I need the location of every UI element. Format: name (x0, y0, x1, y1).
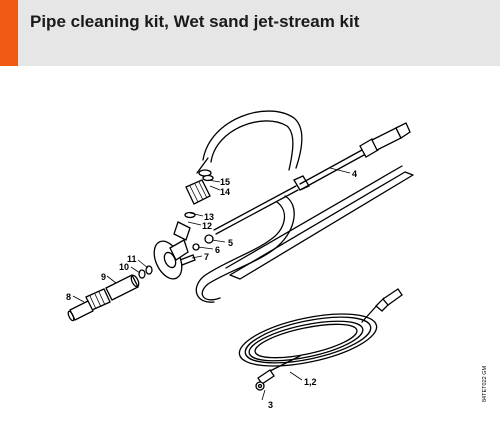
callout-3: 3 (268, 400, 273, 410)
callout-1-2: 1,2 (304, 377, 317, 387)
part-1-2-hose (238, 288, 403, 385)
parts-diagram: 15 14 4 13 12 5 6 7 11 10 9 8 1,2 3 84TE… (66, 110, 488, 410)
sand-pipe (195, 165, 414, 303)
part-4-lance (196, 110, 411, 235)
callout-15: 15 (220, 177, 230, 187)
callout-6: 6 (215, 245, 220, 255)
callout-13: 13 (204, 212, 214, 222)
part-3-nipple (255, 381, 265, 391)
callout-11: 11 (127, 254, 137, 264)
callout-labels: 15 14 4 13 12 5 6 7 11 10 9 8 1,2 3 (66, 169, 357, 410)
callout-7: 7 (204, 252, 209, 262)
sand-disc (153, 239, 189, 280)
part-9-connector (105, 274, 140, 301)
callout-8: 8 (66, 292, 71, 302)
callout-12: 12 (202, 221, 212, 231)
part-8-nozzle (67, 288, 111, 322)
callout-10: 10 (119, 262, 129, 272)
part-14-15-nozzle (185, 169, 214, 205)
accent-stripe (0, 0, 18, 66)
header-bar: Pipe cleaning kit, Wet sand jet-stream k… (0, 0, 500, 66)
leader-lines (72, 167, 351, 401)
part-12-13-fittings (173, 211, 196, 241)
callout-5: 5 (228, 238, 233, 248)
callout-9: 9 (101, 272, 106, 282)
callout-14: 14 (220, 187, 230, 197)
page-title: Pipe cleaning kit, Wet sand jet-stream k… (30, 12, 360, 31)
part-10-11-rings (138, 265, 153, 279)
callout-4: 4 (352, 169, 357, 179)
drawing-code: 84TET022 GM (482, 366, 488, 402)
